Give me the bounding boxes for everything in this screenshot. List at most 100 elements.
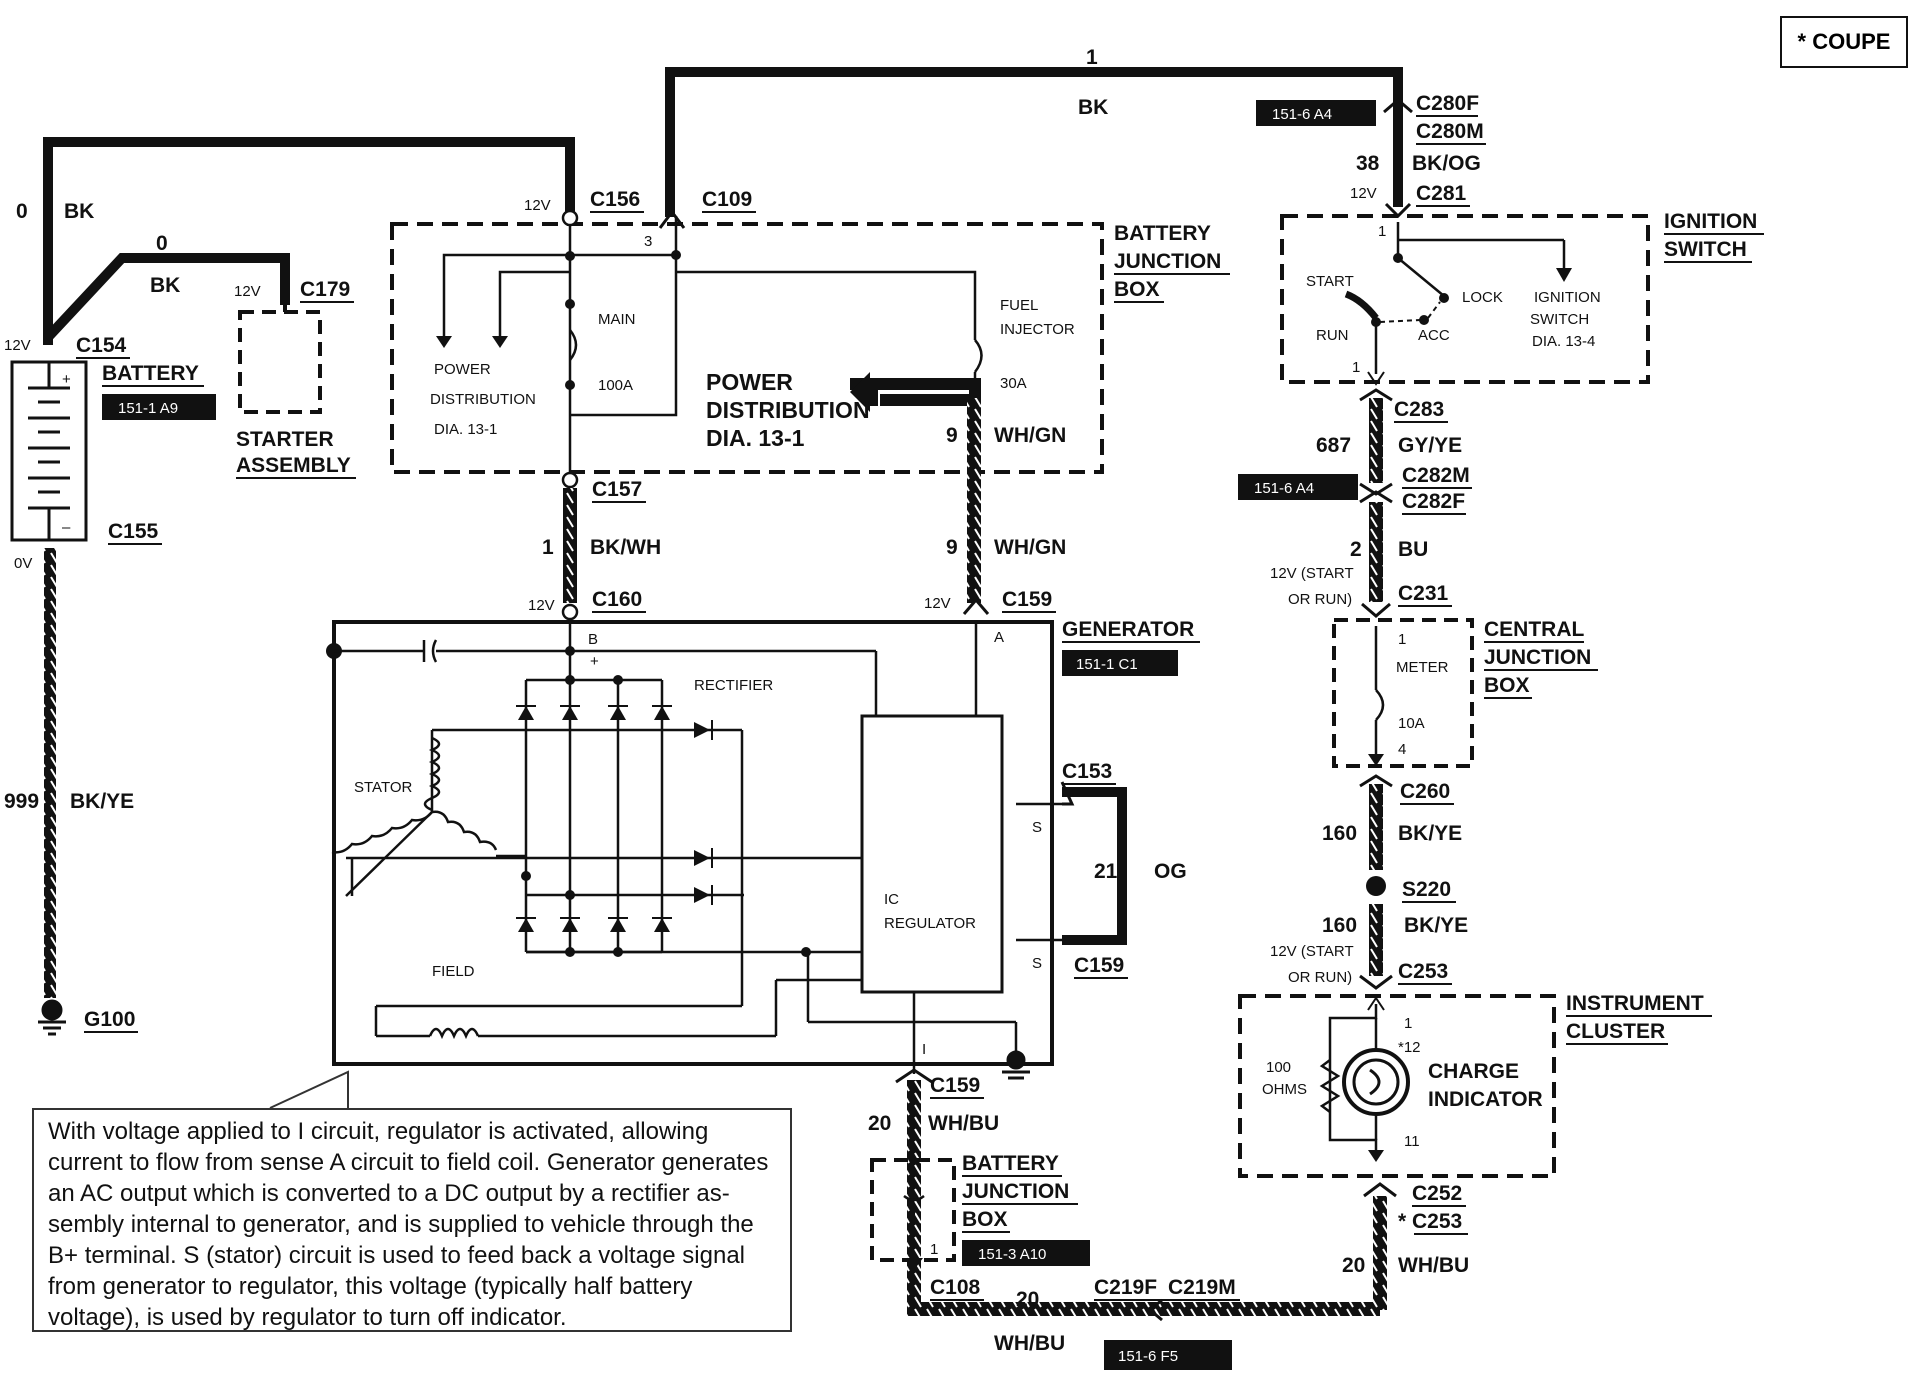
bjb-arrow-icons	[436, 336, 508, 348]
switch-ref: IGNITION	[1534, 289, 1601, 306]
node	[565, 299, 575, 309]
node	[565, 251, 575, 261]
connector-label: C179	[300, 278, 350, 301]
voltage-label: OR RUN)	[1288, 591, 1352, 608]
connector-label: S220	[1402, 878, 1451, 901]
pd-ref-main: DIA. 13-1	[706, 425, 805, 451]
indicator-label: INDICATOR	[1428, 1088, 1543, 1111]
wire-color: BK	[1078, 96, 1108, 119]
battery-minus: –	[62, 519, 71, 536]
connector-label: C280M	[1416, 120, 1484, 143]
connector-label: C155	[108, 520, 159, 543]
switch-pos: RUN	[1316, 327, 1349, 344]
svg-text:151-1 C1: 151-1 C1	[1076, 656, 1138, 673]
indicator-label: CHARGE	[1428, 1060, 1519, 1083]
wire-999-bk-ye	[44, 548, 56, 998]
wire-160-bk-ye-b	[1369, 904, 1383, 976]
switch-pos: ACC	[1418, 327, 1450, 344]
bjb-label: BOX	[1114, 278, 1160, 301]
connector-c153-pin	[1060, 781, 1075, 806]
explanation-note: With voltage applied to I circuit, regul…	[32, 1108, 792, 1332]
note-line: B+ terminal. S (stator) circuit is used …	[48, 1242, 745, 1269]
connector-label: C156	[590, 188, 640, 211]
pin-label: B	[588, 631, 598, 648]
ground-icon	[38, 999, 66, 1036]
wire-num: 9	[946, 424, 958, 447]
pin-label: S	[1032, 955, 1042, 972]
pin-label: 1	[1398, 631, 1406, 648]
wire-color: WH/BU	[994, 1332, 1065, 1355]
voltage-label: 12V	[524, 197, 551, 214]
generator-label: GENERATOR	[1062, 618, 1194, 641]
field-label: FIELD	[432, 963, 475, 980]
connector-label: C281	[1416, 182, 1467, 205]
voltage-label: 12V	[234, 283, 261, 300]
pin-label: A	[994, 629, 1004, 646]
pin-label: S	[1032, 819, 1042, 836]
wire-num: 1	[1086, 46, 1098, 69]
pin-label: 1	[1378, 223, 1386, 240]
voltage-label: 12V	[4, 337, 31, 354]
ic-regulator	[860, 714, 1004, 994]
rectifier-label: RECTIFIER	[694, 677, 773, 694]
instrument-cluster	[1238, 994, 1556, 1178]
bjb2-label: BATTERY	[962, 1152, 1059, 1175]
connector-c159-i-pin	[895, 1068, 933, 1084]
connector-label: C260	[1400, 780, 1450, 803]
fuse-label: MAIN	[598, 311, 636, 328]
nodes	[521, 646, 811, 957]
voltage-label: 0V	[14, 555, 32, 572]
wire-1-bk	[665, 67, 1403, 217]
wire-2-bu	[1369, 502, 1383, 602]
connector-label: C159	[1074, 954, 1124, 977]
connector-c109-pin	[658, 209, 686, 229]
wire-color: BU	[1398, 538, 1428, 561]
wire-160-bk-ye-a	[1369, 784, 1383, 870]
connector-label: C253	[1398, 960, 1448, 983]
ground-icon	[1002, 1050, 1030, 1080]
starter-label: ASSEMBLY	[236, 454, 351, 477]
cjb-label: BOX	[1484, 674, 1530, 697]
pin-label: 1	[1352, 359, 1360, 376]
note-line: current to flow from sense A circuit to …	[48, 1149, 769, 1176]
connector-label: * C253	[1398, 1210, 1462, 1233]
wire-0-bk-top	[43, 137, 575, 345]
ic-label: REGULATOR	[884, 915, 976, 932]
wire-color: WH/BU	[1398, 1254, 1469, 1277]
pin-label: 4	[1398, 741, 1406, 758]
connector-label: C283	[1394, 398, 1444, 421]
generator-circuit	[331, 620, 1062, 1074]
note-pointer	[269, 1070, 349, 1109]
connector-label: C219F	[1094, 1276, 1157, 1299]
connector-label: C160	[592, 588, 642, 611]
splice-s220	[1366, 876, 1386, 896]
connector-label: C282F	[1402, 490, 1465, 513]
cluster-label: INSTRUMENT	[1566, 992, 1704, 1015]
connector-label: C154	[76, 334, 127, 357]
svg-text:151-6 F5: 151-6 F5	[1118, 1348, 1178, 1365]
fuse-label: INJECTOR	[1000, 321, 1075, 338]
voltage-label: 12V	[924, 595, 951, 612]
wire-num: 21	[1094, 860, 1118, 883]
note-line: With voltage applied to I circuit, regul…	[48, 1118, 709, 1145]
ref-tag: 151-6 F5	[1104, 1340, 1232, 1370]
connector-c157-pin	[561, 471, 579, 489]
meter-fuse	[1374, 626, 1385, 758]
pd-ref-main: DISTRIBUTION	[706, 397, 870, 423]
connector-label: C108	[930, 1276, 981, 1299]
connector-label: C153	[1062, 760, 1112, 783]
wire-num: 1	[542, 536, 554, 559]
pin-label: 3	[644, 233, 652, 250]
wire-num: 160	[1322, 914, 1357, 937]
connector-label: C159	[1002, 588, 1052, 611]
wire-num: 20	[1016, 1288, 1039, 1311]
wire-color: WH/GN	[994, 424, 1066, 447]
connector-label: C109	[702, 188, 752, 211]
fuse-rating: 30A	[1000, 375, 1027, 392]
connector-label: C157	[592, 478, 642, 501]
ref-tag: 151-1 A9	[102, 394, 216, 420]
fuse-rating: 100A	[598, 377, 633, 394]
ref-tag: 151-1 C1	[1062, 650, 1178, 676]
connector-label: C219M	[1168, 1276, 1236, 1299]
